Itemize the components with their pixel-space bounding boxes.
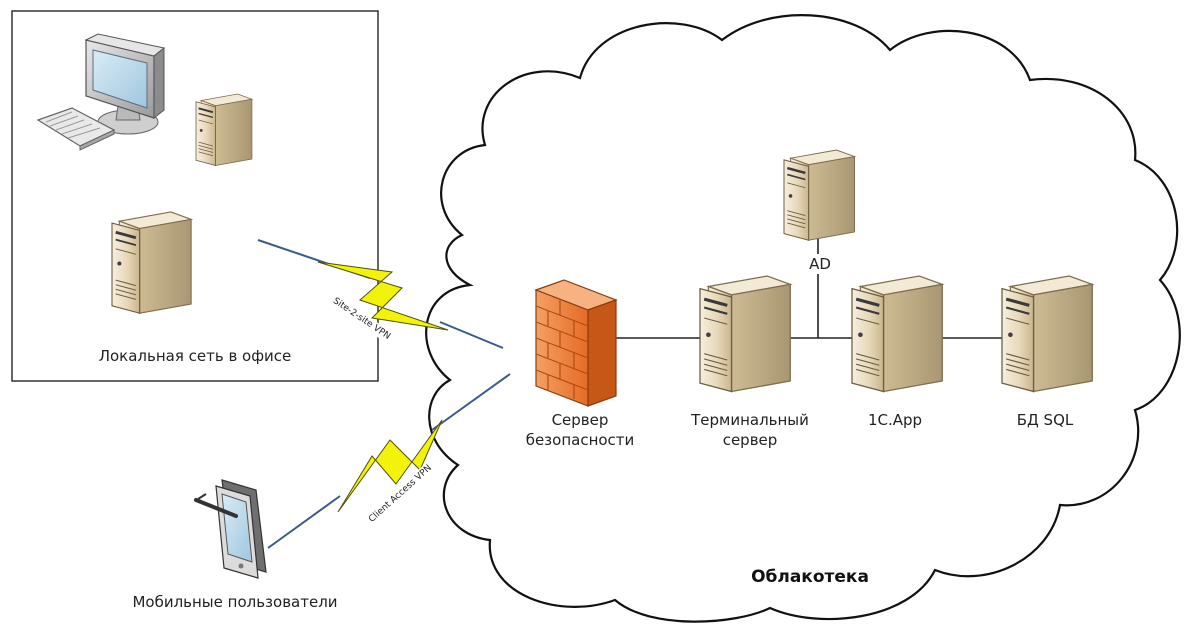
cloud-title: Облакотека	[751, 567, 869, 587]
terminal-server-label-line1: Терминальный	[691, 411, 809, 429]
firewall-label-line2: безопасности	[525, 431, 635, 449]
office-server-icon	[110, 210, 193, 315]
app-server-label: 1С.App	[867, 411, 923, 429]
cloud-shape	[425, 14, 1181, 623]
firewall-icon	[534, 279, 618, 407]
office-lan-box	[11, 10, 379, 382]
firewall-label: Сервер безопасности	[500, 410, 660, 450]
ad-server-icon	[782, 148, 856, 242]
office-server-icon	[195, 93, 253, 167]
app-server-icon	[850, 274, 944, 394]
site-to-site-vpn-link	[257, 239, 504, 349]
terminal-server-label-line2: сервер	[722, 431, 778, 449]
sql-server-label: БД SQL	[1016, 411, 1074, 429]
sql-server-icon	[1000, 274, 1094, 394]
mobile-users-label: Мобильные пользователи	[132, 593, 338, 611]
tablet-icon	[194, 479, 267, 579]
desktop-computer-icon	[36, 33, 166, 151]
lightning-bolt-icon	[317, 261, 449, 331]
terminal-server-label: Терминальный сервер	[670, 410, 830, 450]
ad-server-label: AD	[790, 254, 850, 274]
office-label: Локальная сеть в офисе	[98, 347, 292, 365]
firewall-label-line1: Сервер	[551, 411, 609, 429]
terminal-server-icon	[698, 274, 792, 394]
